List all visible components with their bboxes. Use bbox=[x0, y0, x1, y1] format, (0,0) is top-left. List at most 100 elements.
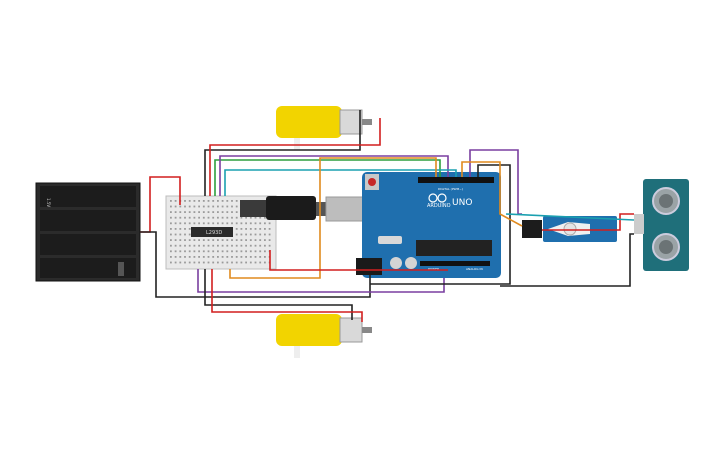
breadboard-hole[interactable] bbox=[174, 244, 177, 247]
breadboard-hole[interactable] bbox=[235, 205, 238, 208]
breadboard-hole[interactable] bbox=[184, 222, 186, 225]
breadboard-hole[interactable] bbox=[245, 261, 247, 264]
h-bridge-chip[interactable] bbox=[191, 227, 233, 237]
breadboard-hole[interactable] bbox=[264, 216, 266, 219]
breadboard-hole[interactable] bbox=[184, 228, 186, 230]
breadboard-hole[interactable] bbox=[221, 200, 224, 202]
breadboard-hole[interactable] bbox=[226, 205, 229, 208]
breadboard-hole[interactable] bbox=[170, 244, 172, 247]
breadboard-hole[interactable] bbox=[179, 256, 182, 258]
breadboard-hole[interactable] bbox=[174, 216, 177, 219]
breadboard-hole[interactable] bbox=[170, 216, 172, 219]
breadboard-hole[interactable] bbox=[170, 233, 172, 236]
breadboard-hole[interactable] bbox=[254, 216, 257, 219]
motor-top[interactable] bbox=[276, 106, 372, 150]
breadboard-hole[interactable] bbox=[212, 216, 215, 219]
breadboard-hole[interactable] bbox=[170, 222, 172, 225]
breadboard-hole[interactable] bbox=[259, 228, 262, 230]
breadboard-hole[interactable] bbox=[174, 261, 177, 264]
breadboard-hole[interactable] bbox=[184, 200, 186, 202]
breadboard-hole[interactable] bbox=[264, 222, 266, 225]
breadboard-hole[interactable] bbox=[184, 250, 186, 253]
breadboard-hole[interactable] bbox=[179, 233, 182, 236]
breadboard-hole[interactable] bbox=[259, 216, 262, 219]
breadboard-hole[interactable] bbox=[245, 239, 247, 241]
breadboard-hole[interactable] bbox=[240, 256, 243, 258]
breadboard-hole[interactable] bbox=[193, 261, 196, 264]
breadboard-hole[interactable] bbox=[264, 256, 266, 258]
breadboard-hole[interactable] bbox=[193, 211, 196, 213]
breadboard-hole[interactable] bbox=[170, 239, 172, 241]
breadboard-hole[interactable] bbox=[231, 205, 233, 208]
breadboard-hole[interactable] bbox=[235, 211, 238, 213]
breadboard-hole[interactable] bbox=[254, 250, 257, 253]
breadboard-hole[interactable] bbox=[202, 250, 205, 253]
breadboard-hole[interactable] bbox=[221, 250, 224, 253]
breadboard-hole[interactable] bbox=[249, 222, 252, 225]
breadboard-hole[interactable] bbox=[207, 261, 210, 264]
ultrasonic-sensor[interactable] bbox=[634, 179, 689, 271]
breadboard-hole[interactable] bbox=[179, 261, 182, 264]
breadboard-hole[interactable] bbox=[202, 256, 205, 258]
breadboard-hole[interactable] bbox=[249, 250, 252, 253]
breadboard-hole[interactable] bbox=[174, 239, 177, 241]
breadboard-hole[interactable] bbox=[217, 244, 219, 247]
breadboard-hole[interactable] bbox=[268, 239, 271, 241]
breadboard-hole[interactable] bbox=[240, 216, 243, 219]
breadboard-hole[interactable] bbox=[188, 216, 191, 219]
breadboard-hole[interactable] bbox=[212, 200, 215, 202]
breadboard-hole[interactable] bbox=[249, 261, 252, 264]
motor-bottom[interactable] bbox=[276, 314, 372, 358]
breadboard-hole[interactable] bbox=[245, 233, 247, 236]
breadboard-hole[interactable] bbox=[198, 239, 200, 241]
servo-motor[interactable] bbox=[522, 216, 617, 242]
breadboard-hole[interactable] bbox=[221, 239, 224, 241]
breadboard-hole[interactable] bbox=[188, 239, 191, 241]
breadboard-hole[interactable] bbox=[231, 250, 233, 253]
breadboard-hole[interactable] bbox=[188, 250, 191, 253]
breadboard-hole[interactable] bbox=[170, 200, 172, 202]
breadboard-hole[interactable] bbox=[231, 244, 233, 247]
breadboard-hole[interactable] bbox=[217, 200, 219, 202]
breadboard-hole[interactable] bbox=[179, 222, 182, 225]
breadboard-hole[interactable] bbox=[198, 205, 200, 208]
breadboard-hole[interactable] bbox=[184, 216, 186, 219]
breadboard-hole[interactable] bbox=[240, 233, 243, 236]
breadboard-hole[interactable] bbox=[254, 228, 257, 230]
breadboard-hole[interactable] bbox=[179, 250, 182, 253]
breadboard-hole[interactable] bbox=[202, 244, 205, 247]
breadboard-hole[interactable] bbox=[212, 211, 215, 213]
breadboard-hole[interactable] bbox=[249, 239, 252, 241]
breadboard-hole[interactable] bbox=[259, 250, 262, 253]
breadboard-hole[interactable] bbox=[193, 244, 196, 247]
breadboard-hole[interactable] bbox=[245, 256, 247, 258]
breadboard-hole[interactable] bbox=[212, 222, 215, 225]
breadboard-hole[interactable] bbox=[240, 261, 243, 264]
breadboard-hole[interactable] bbox=[207, 222, 210, 225]
breadboard-hole[interactable] bbox=[249, 216, 252, 219]
breadboard-hole[interactable] bbox=[235, 261, 238, 264]
breadboard-hole[interactable] bbox=[207, 205, 210, 208]
breadboard-hole[interactable] bbox=[221, 222, 224, 225]
breadboard-hole[interactable] bbox=[174, 250, 177, 253]
breadboard-hole[interactable] bbox=[217, 261, 219, 264]
breadboard-hole[interactable] bbox=[217, 239, 219, 241]
breadboard-hole[interactable] bbox=[198, 211, 200, 213]
breadboard-hole[interactable] bbox=[207, 256, 210, 258]
breadboard-hole[interactable] bbox=[217, 250, 219, 253]
breadboard-hole[interactable] bbox=[268, 228, 271, 230]
breadboard-hole[interactable] bbox=[170, 228, 172, 230]
breadboard-hole[interactable] bbox=[179, 216, 182, 219]
breadboard-hole[interactable] bbox=[268, 244, 271, 247]
breadboard-hole[interactable] bbox=[254, 222, 257, 225]
breadboard-hole[interactable] bbox=[245, 244, 247, 247]
breadboard-hole[interactable] bbox=[184, 205, 186, 208]
breadboard-hole[interactable] bbox=[217, 205, 219, 208]
breadboard-hole[interactable] bbox=[245, 222, 247, 225]
breadboard-hole[interactable] bbox=[188, 244, 191, 247]
breadboard-hole[interactable] bbox=[188, 228, 191, 230]
breadboard-hole[interactable] bbox=[221, 244, 224, 247]
breadboard-hole[interactable] bbox=[217, 222, 219, 225]
breadboard-hole[interactable] bbox=[221, 211, 224, 213]
breadboard-hole[interactable] bbox=[268, 222, 271, 225]
